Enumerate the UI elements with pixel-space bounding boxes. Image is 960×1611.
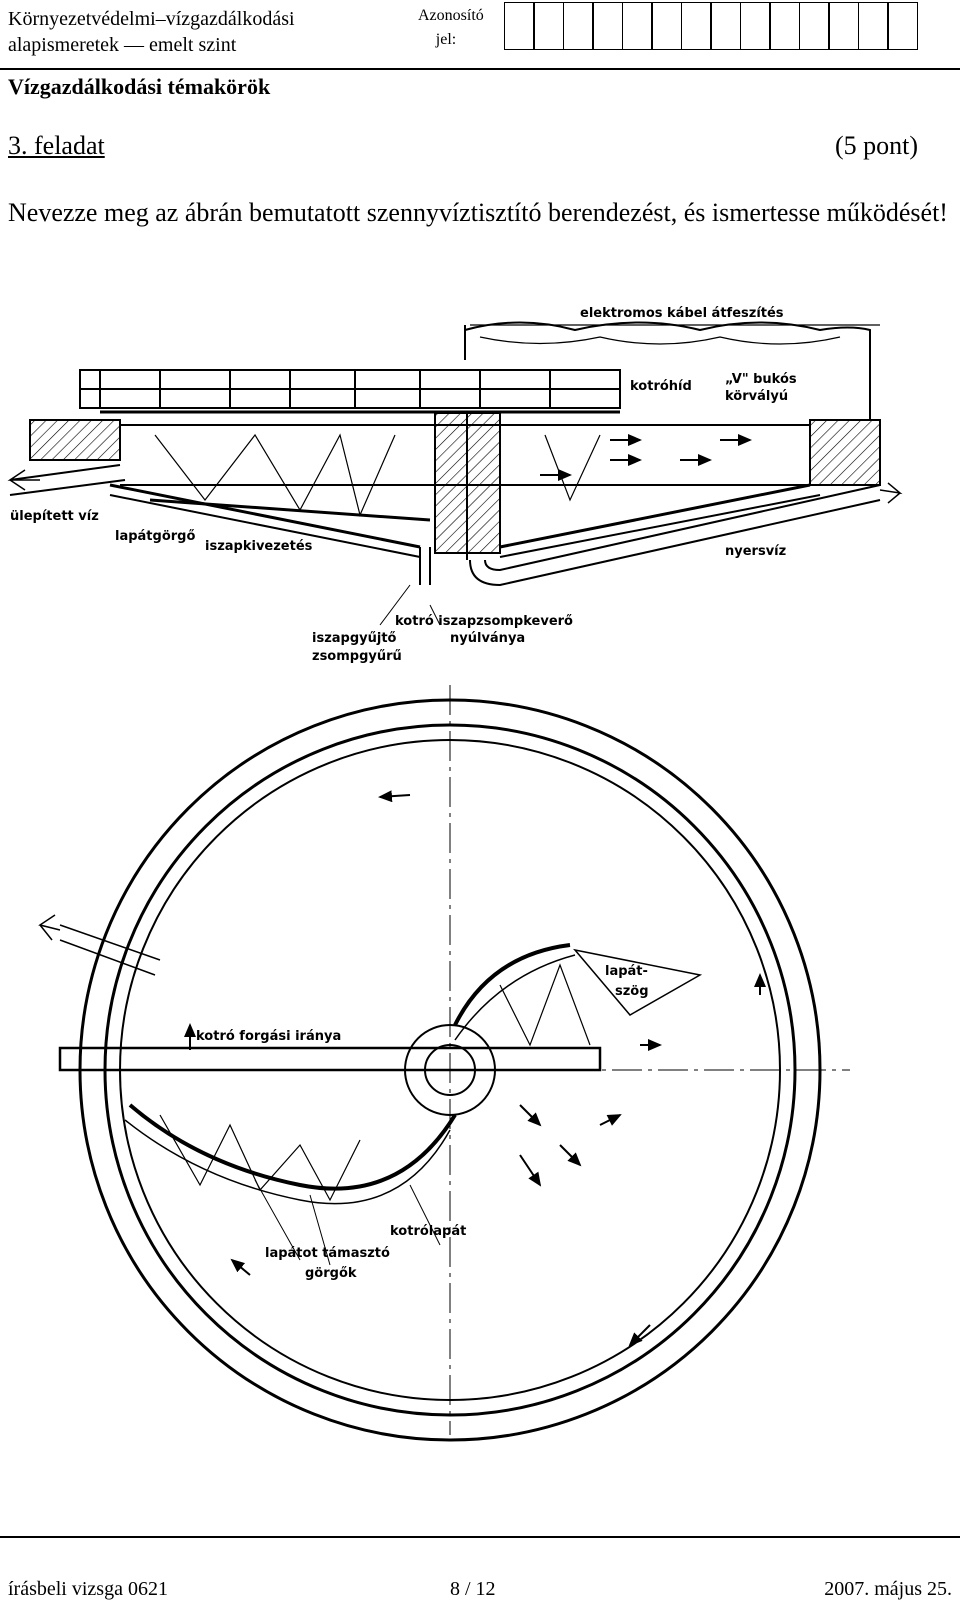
id-box[interactable] <box>739 2 771 50</box>
id-box[interactable] <box>562 2 594 50</box>
footer-date: 2007. május 25. <box>824 1578 952 1600</box>
exam-subject-line1: Környezetvédelmi–vízgazdálkodási <box>8 8 295 30</box>
label-sump-line1: iszapgyűjtő <box>312 631 397 646</box>
label-rollers-line1: lapátot támasztó <box>265 1246 390 1261</box>
label-arm-line1: kotró iszapzsompkeverő <box>395 614 573 629</box>
label-weir-line1: „V" bukós <box>725 372 797 387</box>
id-box[interactable] <box>592 2 623 50</box>
id-label-line2: jel: <box>435 31 457 48</box>
exam-subject: Környezetvédelmi–vízgazdálkodási alapism… <box>8 6 295 58</box>
section-view <box>7 321 903 626</box>
label-sump-line2: zsompgyűrű <box>312 649 402 664</box>
label-angle-line2: szög <box>615 984 649 999</box>
id-box[interactable] <box>621 2 653 50</box>
id-box[interactable] <box>651 2 682 50</box>
label-rotation: kotró forgási iránya <box>196 1029 341 1044</box>
label-rollers-line2: görgők <box>305 1266 357 1281</box>
id-box[interactable] <box>857 2 889 50</box>
footer-exam: írásbeli vizsga 0621 <box>8 1578 168 1600</box>
id-box[interactable] <box>769 2 800 50</box>
header-rule <box>0 68 960 70</box>
label-outflow: ülepített víz <box>10 509 99 524</box>
footer-rule <box>0 1536 960 1538</box>
id-box[interactable] <box>533 2 564 50</box>
label-wheel: lapátgörgő <box>115 529 195 544</box>
label-arm-line2: nyúlványa <box>450 631 525 646</box>
id-box[interactable] <box>828 2 859 50</box>
clarifier-figure: elektromos kábel átfeszítés kotróhíd „V"… <box>7 306 903 1442</box>
topic-heading: Vízgazdálkodási témakörök <box>8 74 271 99</box>
task-points: (5 pont) <box>834 131 918 160</box>
id-box[interactable] <box>887 2 918 50</box>
label-rawwater: nyersvíz <box>725 544 786 559</box>
task-title: 3. feladat <box>8 131 105 160</box>
label-weir-line2: körvályú <box>725 389 788 404</box>
label-blade: kotrólapát <box>390 1224 466 1239</box>
plan-view <box>38 685 850 1442</box>
id-box[interactable] <box>503 2 535 50</box>
id-label: Azonosító jel: <box>418 4 484 52</box>
label-sludge-out: iszapkivezetés <box>205 539 313 554</box>
footer-page: 8 / 12 <box>450 1578 496 1600</box>
label-cable: elektromos kábel átfeszítés <box>580 306 784 321</box>
id-box[interactable] <box>680 2 712 50</box>
id-box[interactable] <box>798 2 830 50</box>
label-angle-line1: lapát- <box>605 964 648 979</box>
label-bridge: kotróhíd <box>630 379 692 394</box>
id-label-line1: Azonosító <box>418 7 484 24</box>
id-box[interactable] <box>710 2 741 50</box>
exam-subject-line2: alapismeretek — emelt szint <box>8 34 237 56</box>
id-boxes <box>503 2 918 50</box>
task-text: Nevezze meg az ábrán bemutatott szennyví… <box>8 198 948 227</box>
